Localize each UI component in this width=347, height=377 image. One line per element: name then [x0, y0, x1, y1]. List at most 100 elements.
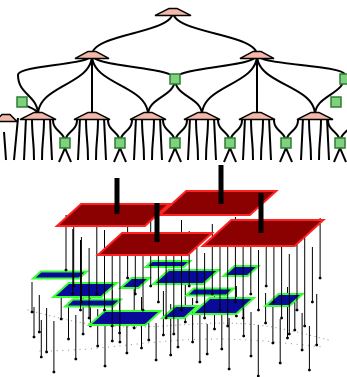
- stem-foot: [293, 328, 297, 332]
- stem-foot: [52, 370, 56, 374]
- stem-foot: [149, 284, 153, 288]
- stem-foot: [67, 337, 70, 341]
- stem-foot: [125, 351, 129, 355]
- grid-dot: [262, 340, 264, 342]
- tree-edge: [13, 117, 19, 161]
- tree-edge: [119, 147, 127, 163]
- grid-dot: [142, 342, 144, 344]
- tree-edge: [201, 54, 258, 116]
- stem-foot: [183, 320, 187, 324]
- stem-foot: [249, 354, 253, 358]
- grid-dot: [39, 350, 41, 352]
- grid-dot: [270, 326, 273, 328]
- tree-edge: [174, 147, 182, 163]
- grid-dot: [159, 341, 161, 343]
- stem-foot: [141, 308, 145, 312]
- tree-edge: [339, 147, 347, 163]
- grid-dot: [319, 346, 321, 348]
- grid-dot: [201, 323, 203, 325]
- grid-dot: [114, 325, 116, 327]
- hierarchical-tree: [0, 7, 347, 163]
- stem-foot: [234, 300, 237, 304]
- stem-foot: [96, 344, 100, 348]
- stem-foot: [311, 300, 314, 304]
- stem-foot: [39, 355, 43, 359]
- stem-foot: [220, 347, 224, 351]
- square-node-icon: [334, 137, 346, 149]
- stem-foot: [45, 350, 48, 354]
- tree-edge: [3, 131, 7, 161]
- upper-plate: [95, 232, 215, 256]
- grid-dot: [318, 337, 320, 339]
- tree-edge: [326, 117, 330, 161]
- tree-edge: [85, 117, 89, 161]
- stem-foot: [30, 310, 34, 314]
- grid-dot: [275, 327, 277, 329]
- grid-dot: [193, 338, 195, 340]
- grid-dot: [56, 350, 58, 352]
- trapezoid-node-icon: [239, 50, 275, 60]
- grid-dot: [283, 328, 286, 330]
- grid-dot: [85, 348, 87, 350]
- grid-dot: [183, 324, 186, 326]
- stem-foot: [118, 340, 122, 344]
- stem-foot: [295, 308, 299, 312]
- tree-edge: [229, 147, 237, 163]
- trapezoid-node-icon: [296, 111, 334, 121]
- grid-dot: [148, 342, 150, 344]
- stem-foot: [203, 316, 207, 320]
- grid-dot: [290, 343, 292, 345]
- grid-dot: [210, 322, 212, 324]
- grid-dot: [296, 343, 298, 345]
- lower-plate: [50, 282, 120, 298]
- grid-dot: [231, 322, 233, 324]
- tree-edge: [91, 11, 174, 56]
- square-node-icon: [339, 73, 347, 85]
- stem-foot: [169, 353, 173, 357]
- square-node-icon: [280, 137, 292, 149]
- grid-dot: [323, 338, 325, 340]
- stem-foot: [257, 308, 260, 312]
- stem-foot: [256, 374, 260, 377]
- stem-foot: [205, 352, 209, 356]
- stem-foot: [280, 316, 283, 320]
- grid-dot: [153, 325, 155, 328]
- tree-edge: [17, 74, 39, 116]
- grid-dot: [182, 339, 184, 341]
- stem-foot: [87, 316, 91, 320]
- grid-dot: [310, 334, 312, 336]
- tree-edge: [223, 147, 231, 163]
- grid-dot: [256, 340, 258, 342]
- stem-foot: [79, 308, 82, 312]
- grid-dot: [197, 323, 199, 325]
- grid-dot: [205, 322, 207, 324]
- stem-foot: [110, 324, 114, 328]
- square-node-icon: [330, 96, 342, 108]
- stem-foot: [278, 361, 282, 365]
- grid-dot: [40, 312, 42, 315]
- square-node-icon: [169, 137, 181, 149]
- tree-edge: [113, 147, 121, 163]
- grid-dot: [236, 322, 238, 324]
- stem-foot: [147, 338, 151, 342]
- grid-dot: [130, 344, 132, 346]
- stem-foot: [126, 276, 129, 280]
- stem-foot: [271, 341, 275, 345]
- stem-foot: [71, 292, 75, 296]
- tree-edge: [133, 117, 137, 161]
- stem-foot: [95, 292, 99, 296]
- grid-dot: [153, 341, 155, 343]
- grid-dot: [223, 322, 225, 324]
- trapezoid-node-icon: [154, 7, 192, 17]
- lower-plate: [143, 260, 193, 268]
- grid-dot: [266, 325, 268, 327]
- tree-edge: [187, 117, 191, 161]
- grid-dot: [50, 350, 53, 352]
- grid-dot: [90, 348, 92, 350]
- tree-edge: [308, 117, 312, 161]
- grid-dot: [314, 335, 316, 338]
- grid-dot: [136, 343, 138, 345]
- tree-edge: [318, 117, 322, 161]
- stem-foot: [242, 334, 246, 338]
- grid-dot: [176, 339, 178, 341]
